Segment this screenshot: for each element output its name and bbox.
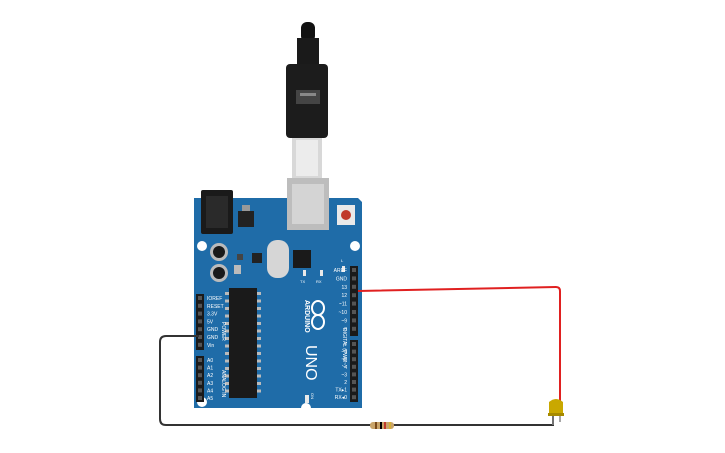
digital-pin-label: ~5 [341,357,347,363]
analog-pin-label: A0 [207,358,213,364]
red-wire[interactable] [357,285,561,405]
digital-pin-label: 13 [341,285,347,291]
digital-label: DIGITAL (PWM~) [341,328,347,367]
digital-header-bottom [350,340,358,402]
digital-pin-label: 12 [341,293,347,299]
svg-text:RX: RX [316,279,322,284]
black-wire[interactable] [159,335,372,426]
power-label: POWER [220,322,226,341]
digital-pin-label: 7 [344,342,347,348]
analog-pin-label: A2 [207,373,213,379]
analog-pin-label: A3 [207,381,213,387]
digital-pin-label: RX◂0 [335,395,347,401]
atmega-chip [229,288,257,398]
analog-pin-label: A4 [207,388,213,394]
analog-label: ANALOG IN [220,370,226,398]
board-name: UNO [302,345,319,381]
svg-text:ON: ON [310,393,315,399]
resistor-led-wire[interactable] [392,415,554,426]
led[interactable] [548,399,564,425]
digital-pin-label: 4 [344,365,347,371]
power-pin-label: IOREF [207,296,222,302]
digital-pin-label: ~3 [341,372,347,378]
crystal [267,240,289,278]
digital-pin-label: 8 [344,327,347,333]
analog-header [196,356,204,402]
digital-header-top [350,266,358,336]
power-pin-label: GND [207,335,219,341]
analog-pin-label: A1 [207,366,213,372]
power-pin-label: Vin [207,343,214,349]
digital-pin-label: GND [336,276,348,282]
power-pin-label: 3.3V [207,312,218,318]
svg-text:TX: TX [300,279,305,284]
usb-cable[interactable] [286,22,328,178]
resistor[interactable] [370,422,394,429]
power-pin-label: RESET [207,304,224,310]
analog-pin-label: A5 [207,396,213,402]
arduino-brand: ARDUINO [303,300,310,333]
digital-pin-label: ~10 [339,310,348,316]
digital-pin-label: 2 [344,380,347,386]
digital-pin-label: ~6 [341,350,347,356]
arduino-board[interactable]: TX RX L ARDUINO UNO DIGITAL (PWM~) ANALO… [194,178,362,413]
arduino-logo [311,300,325,330]
digital-pin-label: ~9 [341,318,347,324]
power-pin-label: GND [207,327,219,333]
power-pin-label: 5V [207,319,214,325]
digital-pin-label: AREF [334,268,347,274]
digital-pin-label: ~11 [339,302,347,308]
digital-pin-label: TX▸1 [335,388,347,394]
svg-text:L: L [341,258,344,263]
